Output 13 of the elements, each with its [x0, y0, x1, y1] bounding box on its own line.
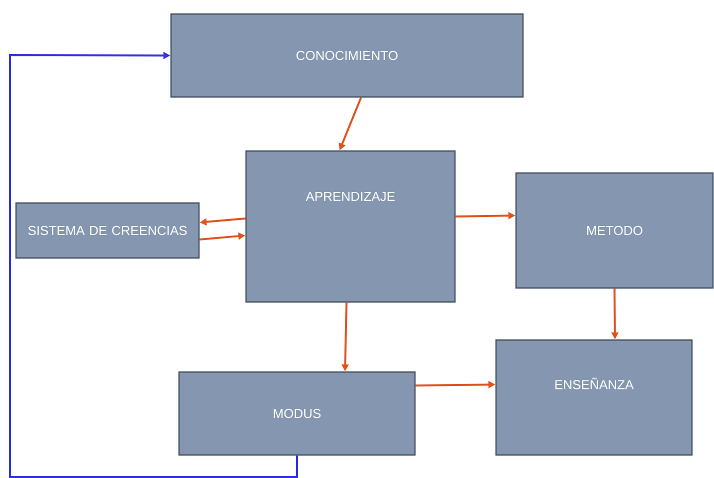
process-box	[515, 172, 714, 289]
box-label: SISTEMA DE CREENCIAS	[28, 226, 187, 236]
process-box	[170, 13, 524, 98]
process-box	[15, 202, 200, 259]
arrow	[9, 52, 298, 478]
box-label: METODO	[587, 226, 642, 236]
box-label: ENSEÑANZA	[555, 378, 634, 390]
box-label: CONOCIMIENTO	[296, 50, 398, 60]
box-label: MODUS	[274, 408, 321, 418]
process-box	[495, 339, 693, 456]
process-box	[178, 371, 416, 456]
process-box	[245, 150, 456, 303]
box-label: APRENDIZAJE	[306, 192, 395, 202]
